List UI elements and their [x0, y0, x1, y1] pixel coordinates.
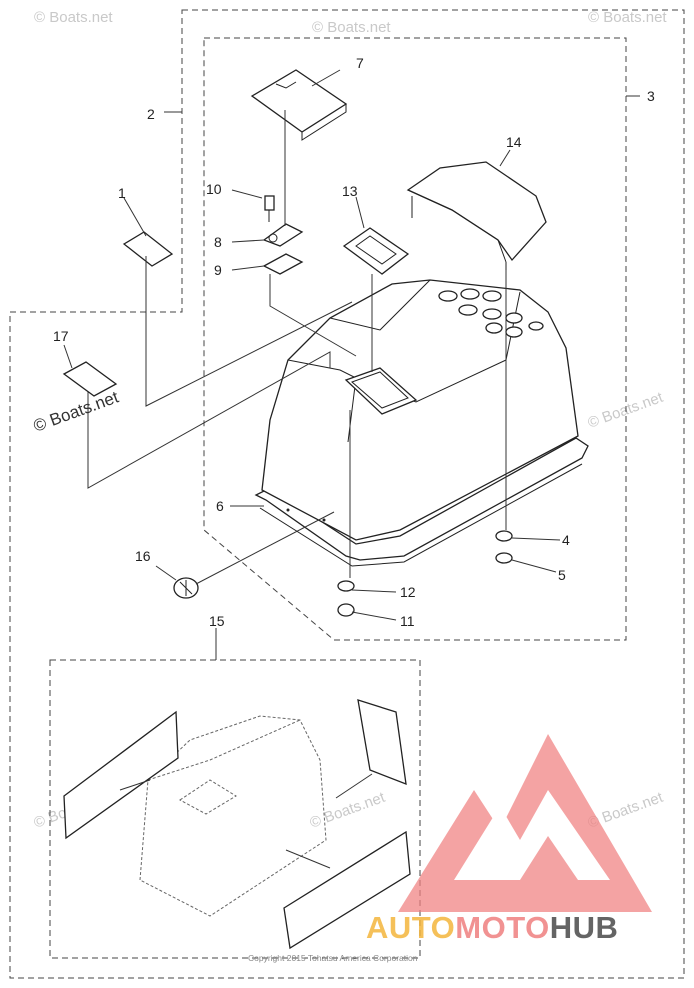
engine-cover: [254, 279, 589, 567]
copyright-text: Copyright 2015 Tohatsu America Corporati…: [248, 953, 418, 963]
callout-13: 13: [342, 183, 358, 199]
callout-5: 5: [558, 567, 566, 583]
callout-3: 3: [647, 88, 655, 104]
callout-numbers: 1 2 3 4 5 6 7 8 9 10 11 12 13 14 15 16 1…: [53, 55, 655, 629]
automotohub-logo: AUTOMOTOHUB: [366, 734, 652, 945]
plate-7: [250, 69, 348, 141]
logo-moto: MOTO: [455, 910, 549, 945]
leader-lines: [63, 69, 640, 660]
callout-16: 16: [135, 548, 151, 564]
callout-15: 15: [209, 613, 225, 629]
assembly-3-boundary: [203, 37, 627, 641]
outer-assembly-boundary: [9, 9, 685, 979]
rear-cover-14: [406, 161, 547, 270]
watermark-dark: © Boats.net: [31, 387, 121, 435]
decal-left: [63, 710, 179, 840]
hardware-8-9-10: [262, 195, 304, 275]
callout-12: 12: [400, 584, 416, 600]
decal-bottom: [283, 830, 411, 950]
logo-hub: HUB: [550, 910, 619, 945]
callout-8: 8: [214, 234, 222, 250]
decal-right-upper: [357, 699, 407, 786]
callout-17: 17: [53, 328, 69, 344]
callout-10: 10: [206, 181, 222, 197]
fasteners: [337, 530, 513, 617]
watermark-top-center: © Boats.net: [312, 19, 391, 36]
logo-text: AUTOMOTOHUB: [366, 910, 618, 945]
callout-14: 14: [506, 134, 522, 150]
logo-auto: AUTO: [366, 910, 455, 945]
callout-9: 9: [214, 262, 222, 278]
callout-7: 7: [356, 55, 364, 71]
callout-6: 6: [216, 498, 224, 514]
decal-set-15: [63, 699, 411, 950]
callout-4: 4: [562, 532, 570, 548]
decal-17: [62, 361, 118, 397]
callout-2: 2: [147, 106, 155, 122]
emblem-16: [173, 577, 199, 599]
decal-1: [122, 231, 174, 267]
callout-1: 1: [118, 185, 126, 201]
watermark-top-right: © Boats.net: [588, 9, 667, 26]
grommet-13: [342, 227, 410, 275]
watermark-bottom-center: © Boats.net: [308, 789, 388, 832]
callout-11: 11: [400, 613, 415, 629]
watermark-top-left: © Boats.net: [34, 9, 113, 26]
